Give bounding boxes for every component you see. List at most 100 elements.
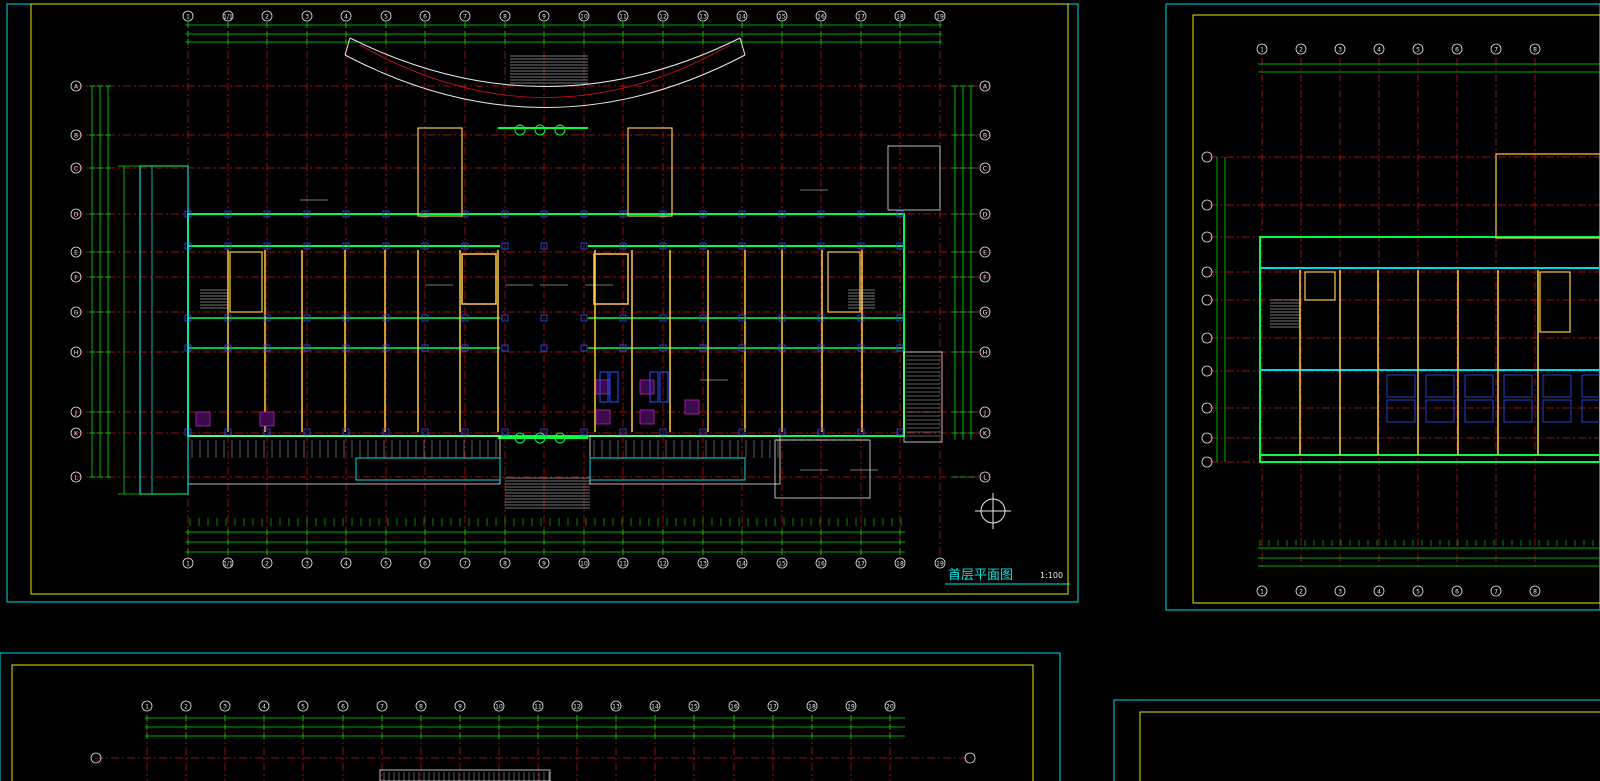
structural-column — [580, 210, 588, 218]
grid-axis-label: 7 — [463, 14, 467, 21]
grid-axis-bubble — [649, 700, 661, 712]
canopy-arc — [344, 54, 746, 108]
grid-axis-bubble — [376, 700, 388, 712]
grid-axis-bubble — [538, 10, 550, 22]
structural-column — [659, 210, 667, 218]
sheet-border-inner — [1139, 711, 1600, 781]
grid-axis-label: 1 — [1260, 589, 1264, 596]
structural-column — [263, 210, 271, 218]
grid-axis-label: 10 — [495, 704, 503, 711]
grid-axis-bubble — [340, 10, 352, 22]
structural-column — [580, 344, 588, 352]
structural-column — [303, 428, 311, 436]
grid-axis-bubble — [979, 346, 991, 358]
grid-axis-bubble — [90, 752, 102, 764]
grid-axis-bubble — [1201, 231, 1213, 243]
grid-axis-label: 9 — [542, 14, 546, 21]
grid-axis-label: J — [74, 410, 77, 417]
structural-column — [817, 428, 825, 436]
structural-column — [778, 428, 786, 436]
grid-axis-label: 5 — [1416, 589, 1420, 596]
structural-column — [382, 210, 390, 218]
structural-column — [540, 210, 548, 218]
grid-axis-label: 5 — [301, 704, 305, 711]
grid-axis-bubble — [415, 700, 427, 712]
grid-axis-label: 3 — [1338, 47, 1342, 54]
covered-area — [774, 439, 871, 499]
bathroom-pod — [1503, 399, 1533, 423]
grid-axis-label: 13 — [699, 561, 707, 568]
grid-axis-bubble — [657, 557, 669, 569]
entrance-door — [554, 432, 566, 444]
sheet-border-outer — [1113, 699, 1600, 781]
grid-axis-label: 2 — [184, 704, 188, 711]
grid-axis-bubble — [1373, 43, 1385, 55]
grid-axis-label: 3 — [305, 14, 309, 21]
grid-axis-bubble — [454, 700, 466, 712]
drawing-scale: 1:100 — [1040, 571, 1063, 580]
grid-axis-bubble — [70, 246, 82, 258]
structural-column — [580, 428, 588, 436]
grid-axis-label: 18 — [896, 14, 904, 21]
grid-axis-bubble — [419, 10, 431, 22]
grid-axis-label: 19 — [847, 704, 855, 711]
structural-column — [303, 210, 311, 218]
grid-axis-bubble — [70, 80, 82, 92]
grid-axis-bubble — [1201, 432, 1213, 444]
structural-column — [659, 344, 667, 352]
grid-axis-bubble — [934, 10, 946, 22]
grid-axis-bubble — [499, 10, 511, 22]
grid-axis-bubble — [70, 306, 82, 318]
toilet-partition — [609, 371, 619, 403]
grid-axis-label: 3 — [305, 561, 309, 568]
structural-column — [580, 314, 588, 322]
grid-axis-bubble — [1451, 585, 1463, 597]
canopy-arc — [349, 37, 741, 87]
grid-axis-label: 17 — [769, 704, 777, 711]
grid-axis-bubble — [578, 10, 590, 22]
grid-axis-label: 3 — [223, 704, 227, 711]
grid-axis-bubble — [767, 700, 779, 712]
grid-axis-label: 7 — [463, 561, 467, 568]
elevator-shaft — [593, 253, 629, 305]
grid-axis-bubble — [70, 271, 82, 283]
grid-axis-bubble — [261, 10, 273, 22]
structural-column — [738, 344, 746, 352]
grid-axis-bubble — [1201, 365, 1213, 377]
grid-axis-bubble — [70, 406, 82, 418]
structural-column — [540, 314, 548, 322]
structural-column — [501, 428, 509, 436]
grid-axis-bubble — [380, 557, 392, 569]
grid-axis-bubble — [301, 10, 313, 22]
structural-column — [382, 314, 390, 322]
structural-column — [342, 210, 350, 218]
grid-axis-label: 1 — [186, 14, 190, 21]
upper-block — [1495, 153, 1600, 239]
grid-axis-label: 8 — [503, 561, 507, 568]
grid-axis-bubble — [776, 557, 788, 569]
grid-axis-label: 12 — [659, 14, 667, 21]
structural-column — [501, 344, 509, 352]
grid-axis-label: 7 — [1494, 47, 1498, 54]
sanitary-fixture — [595, 409, 611, 425]
grid-axis-bubble — [1256, 43, 1268, 55]
grid-axis-bubble — [1334, 43, 1346, 55]
grid-axis-label: 6 — [1455, 47, 1459, 54]
grid-axis-label: 15 — [778, 14, 786, 21]
grid-axis-bubble — [894, 10, 906, 22]
structural-column — [263, 428, 271, 436]
grid-axis-bubble — [855, 10, 867, 22]
grid-axis-bubble — [728, 700, 740, 712]
grid-axis-label: 6 — [1455, 589, 1459, 596]
grid-axis-label: 9 — [542, 561, 546, 568]
grid-axis-label: 8 — [419, 704, 423, 711]
structural-column — [501, 314, 509, 322]
grid-axis-bubble — [979, 271, 991, 283]
grid-axis-bubble — [499, 557, 511, 569]
grid-axis-label: D — [983, 212, 988, 219]
bathroom-pod — [1542, 374, 1572, 398]
structural-column — [224, 314, 232, 322]
